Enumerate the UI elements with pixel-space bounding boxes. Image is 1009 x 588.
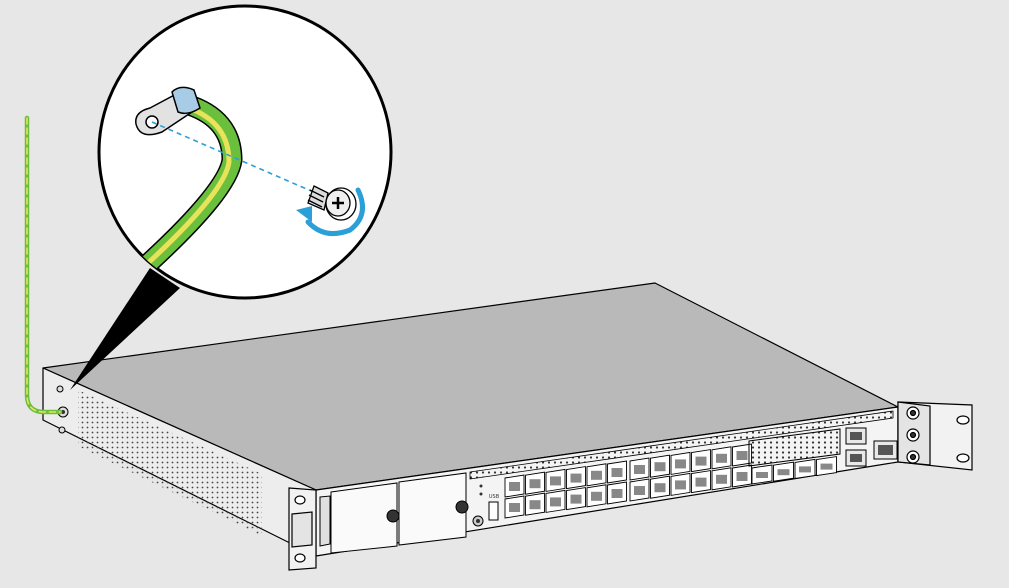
status-led-2 [479, 492, 483, 496]
side-vent-grille [78, 390, 262, 536]
ot-terminal [135, 86, 201, 136]
ground-screw [307, 185, 357, 221]
sfp-cage-group-2 [629, 443, 752, 502]
control-block [472, 484, 499, 527]
detail-callout [97, 4, 393, 300]
usb-port [488, 501, 499, 521]
sfp-slot [654, 462, 666, 472]
lug-sleeve [171, 86, 201, 115]
power-module-1 [330, 482, 398, 554]
sfp-slot [675, 480, 686, 490]
module-screw-1 [386, 509, 400, 523]
sfp-slot [695, 477, 707, 487]
sfp-slot [820, 463, 833, 470]
status-led-1 [479, 484, 483, 488]
sfp-slot [654, 483, 666, 493]
alignment-line [151, 121, 333, 201]
arrow-head [296, 206, 312, 222]
front-vent-right [748, 428, 841, 467]
sfp-slot [570, 473, 582, 483]
mounting-ear-left [288, 487, 317, 571]
front-top-vent [469, 410, 894, 480]
sfp-slot [611, 489, 623, 498]
sfp-slot [570, 494, 582, 504]
sfp-slot [695, 456, 707, 466]
sfp-cage-group-1 [504, 460, 627, 519]
sfp-slot [736, 451, 748, 460]
right-ports [748, 427, 898, 467]
sfp-slot [509, 503, 520, 512]
sfp-slot [716, 453, 727, 463]
sfp-slot [756, 472, 768, 478]
sfp-slot [634, 465, 645, 474]
sfp-slot [799, 466, 811, 473]
front-modules [319, 472, 469, 554]
power-module-2 [398, 472, 467, 546]
sfp-slot [675, 459, 686, 469]
sfp-slot [509, 482, 520, 491]
port-labels: USB [489, 494, 500, 500]
module-latch [319, 495, 331, 547]
callout-pointer [70, 268, 180, 390]
detail-ground-cable [139, 93, 243, 273]
usb-label: USB [489, 494, 500, 500]
ground-cable [24, 115, 63, 415]
sfp-slot [777, 469, 790, 476]
clockwise-arrow-icon [305, 187, 365, 237]
sfp-slot [591, 470, 602, 480]
mounting-ear-right [897, 401, 973, 471]
switch-chassis [42, 282, 899, 557]
sfp-slot [550, 497, 561, 507]
sfp-slot [611, 468, 623, 477]
sfp-slot [736, 472, 748, 481]
sfp-slot [634, 486, 645, 495]
sfp-slot [529, 479, 541, 489]
sfp-cage-group-3 [751, 456, 837, 485]
module-screw-2 [455, 500, 469, 514]
sfp-slot [550, 476, 561, 486]
sfp-slot [529, 500, 541, 510]
sfp-slot [591, 491, 602, 501]
sfp-slot [716, 474, 727, 484]
